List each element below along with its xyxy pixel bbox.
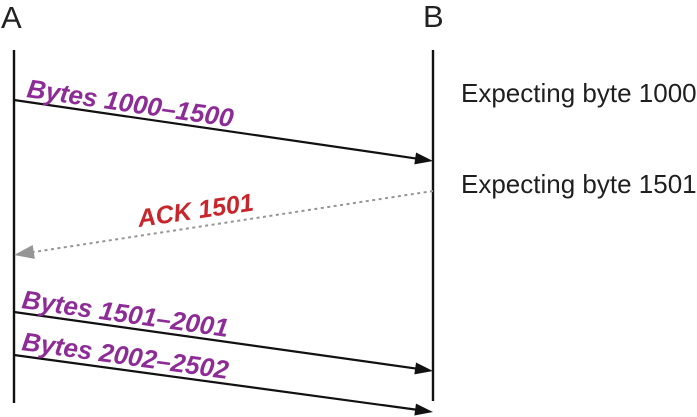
ack-arrow-1501	[14, 190, 434, 259]
message-arrow-bytes-1000-1500	[13, 98, 433, 165]
arrowhead	[414, 403, 433, 416]
annotation-expecting-byte-1000: Expecting byte 1000	[461, 78, 697, 108]
endpoint-a-label: A	[1, 0, 22, 35]
annotation-expecting-byte-1501: Expecting byte 1501	[461, 169, 697, 199]
arrow-shaft	[13, 98, 426, 161]
arrowhead	[414, 152, 433, 165]
arrowhead	[414, 362, 433, 375]
message-label-ack-1501: ACK 1501	[135, 189, 256, 234]
message-arrow-bytes-2002-2502	[13, 353, 433, 416]
message-arrow-bytes-1501-2001	[13, 310, 433, 375]
endpoint-b-label: B	[423, 0, 444, 34]
arrow-shaft	[13, 310, 426, 371]
arrow-shaft	[13, 353, 426, 412]
ack-arrowhead	[14, 245, 35, 259]
message-label-bytes-1000-1500: Bytes 1000–1500	[25, 73, 236, 133]
